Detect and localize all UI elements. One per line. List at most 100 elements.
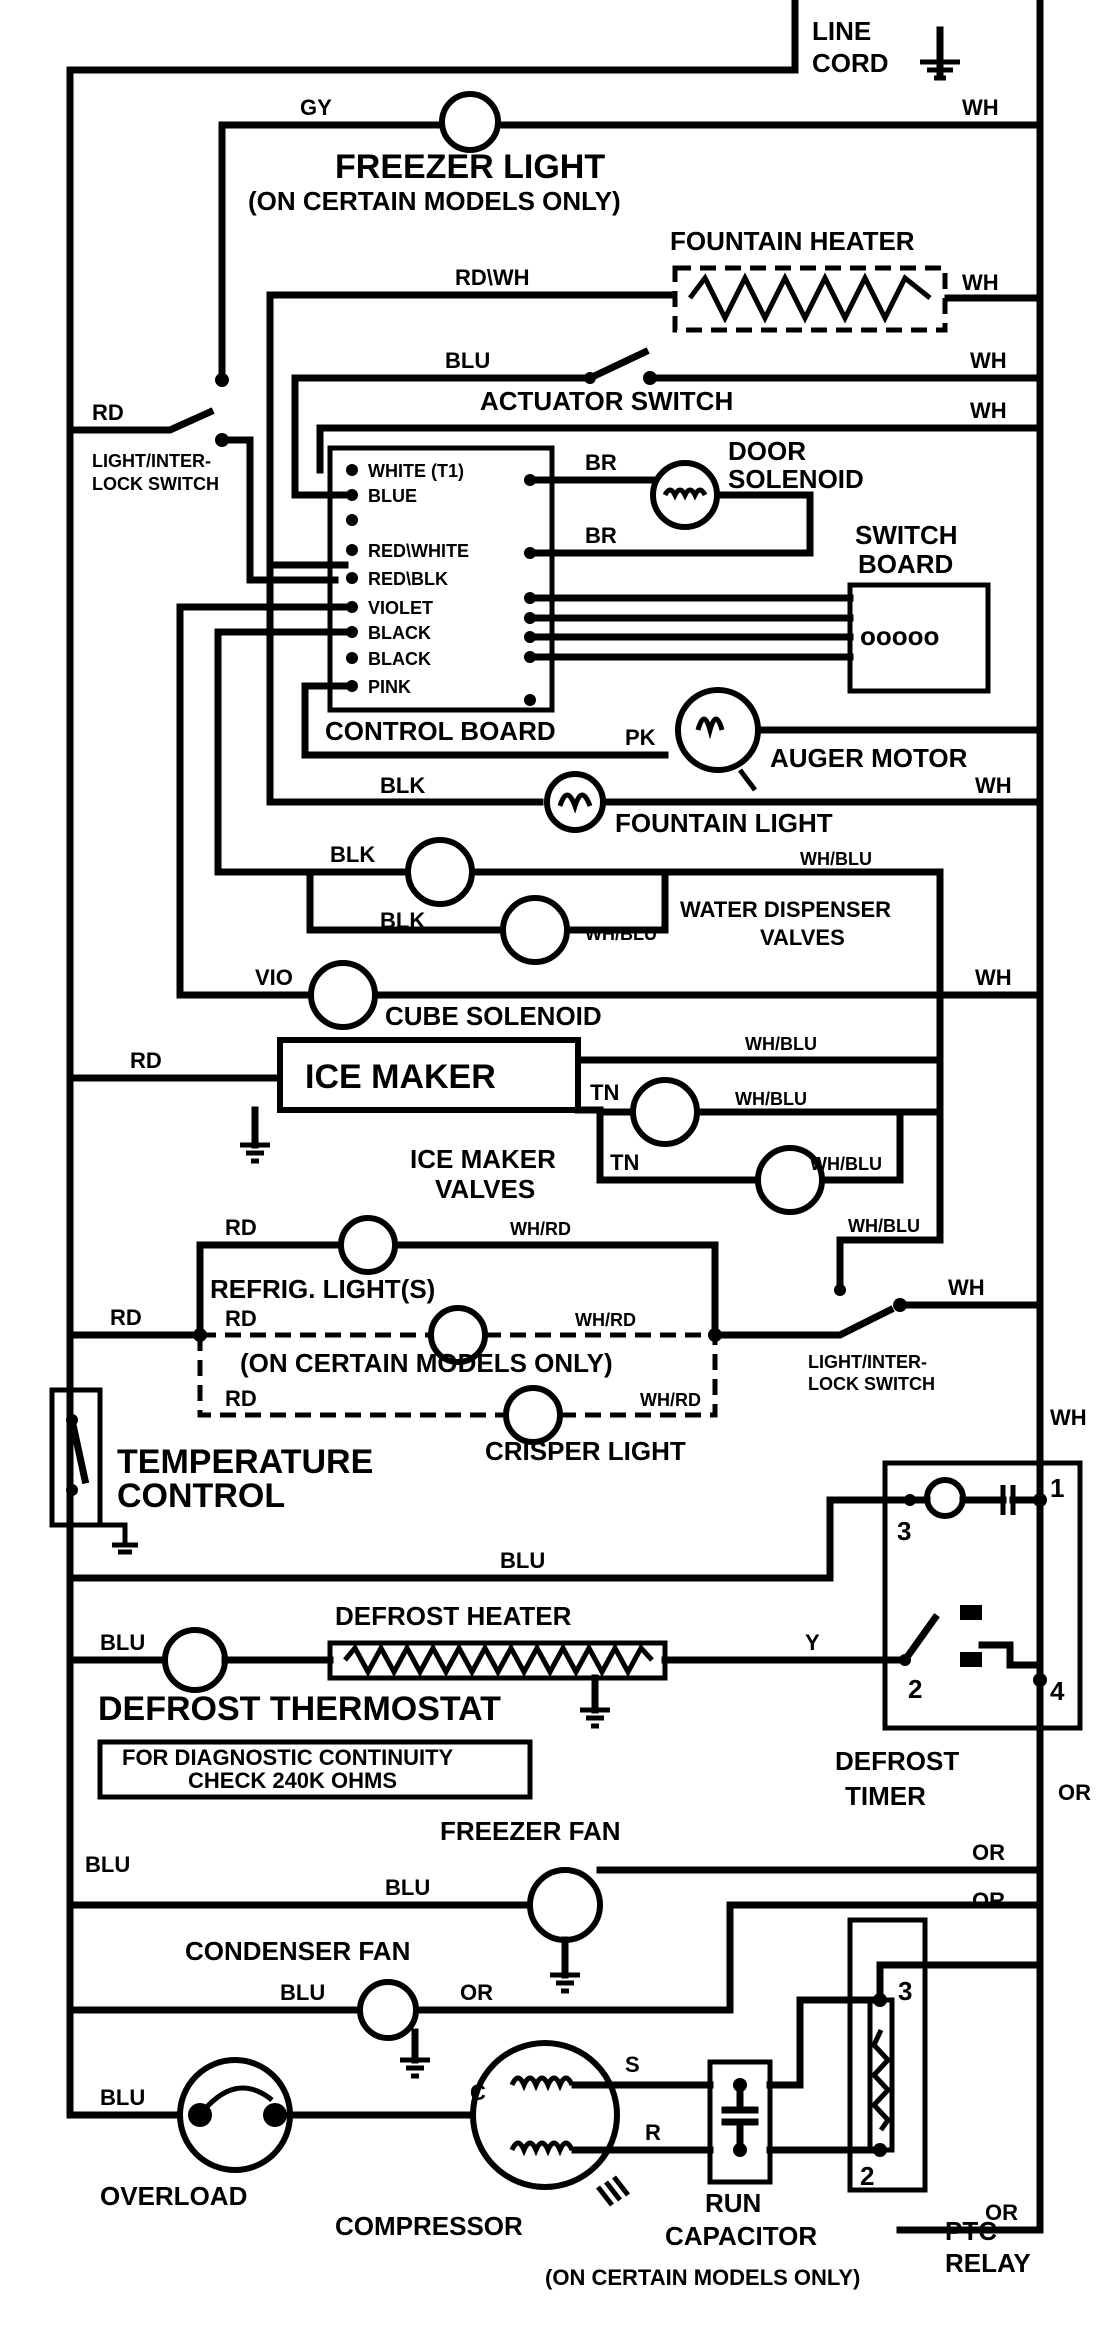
wire-label-r: R [645,2120,661,2145]
pin-black-1: BLACK [368,623,431,643]
wire-label-blk-2: BLK [330,842,375,867]
overload-label: OVERLOAD [100,2181,247,2211]
ptc-relay-label-2: RELAY [945,2248,1031,2278]
defrost-timer: 3 1 2 4 [882,1460,1083,1731]
defrost-timer-label-1: DEFROST [835,1746,959,1776]
line-cord-label-1: LINE [812,16,871,46]
timer-terminal-2: 2 [908,1674,922,1704]
wire-label-rd-5: RD [225,1306,257,1331]
wire-label-or-5: OR [985,2200,1018,2225]
wire-label-blk-3: BLK [380,908,425,933]
ice-maker [277,1037,581,1113]
wire-label-br-1: BR [585,450,617,475]
condenser-fan-label: CONDENSER FAN [185,1936,410,1966]
fountain-heater-element-icon [688,272,932,324]
wire-label-wh-1: WH [962,95,999,120]
wire-label-whblu-5: WH/BLU [810,1154,882,1174]
wire-label-rd-6: RD [225,1386,257,1411]
temperature-control [49,1387,103,1528]
freezer-fan-label: FREEZER FAN [440,1816,621,1846]
defrost-thermostat-label: DEFROST THERMOSTAT [98,1690,501,1728]
wire-label-rd-1: RD [92,400,124,425]
timer-terminal-1: 1 [1050,1473,1064,1503]
ptc-relay [847,1917,928,2193]
pin-violet: VIOLET [368,598,433,618]
wire-label-whblu-6: WH/BLU [848,1216,920,1236]
diagnostic-note-2: CHECK 240K OHMS [188,1768,397,1793]
door-solenoid-label-1: DOOR [728,436,806,466]
timer-terminal-3: 3 [897,1516,911,1546]
wire-label-blu-6: BLU [280,1980,325,2005]
pin-black-2: BLACK [368,649,431,669]
line-cord-ground-icon [920,26,960,81]
water-valve-1-icon [405,837,475,907]
pin-blue: BLUE [368,486,417,506]
run-capacitor [707,2059,773,2185]
run-capacitor-label-1: RUN [705,2188,761,2218]
condenser-fan-icon [357,1979,419,2041]
pin-white-t1: WHITE (T1) [368,461,464,481]
light-interlock-label-1a: LIGHT/INTER- [92,451,211,471]
wire-label-wh-8: WH [1050,1405,1087,1430]
fountain-light-label: FOUNTAIN LIGHT [615,808,833,838]
wire-label-br-2: BR [585,523,617,548]
cube-solenoid-label: CUBE SOLENOID [385,1001,602,1031]
certain-models-label-2: (ON CERTAIN MODELS ONLY) [240,1348,613,1378]
defrost-heater-element-icon [343,1642,654,1678]
fountain-heater-box [672,265,948,333]
wire-label-wh-7: WH [948,1275,985,1300]
wire-label-blu-7: BLU [100,2085,145,2110]
water-valve-2-icon [500,895,570,965]
wire-label-blu-3: BLU [100,1630,145,1655]
fountain-heater-label: FOUNTAIN HEATER [670,226,915,256]
wire-label-wh-2: WH [962,270,999,295]
freezer-fan-icon [527,1867,603,1943]
relay-terminal-3: 3 [898,1976,912,2006]
wire-label-or-1: OR [1058,1780,1091,1805]
run-capacitor-label-2: CAPACITOR [665,2221,817,2251]
cube-solenoid-icon [308,960,378,1030]
wire-label-rd-2: RD [130,1048,162,1073]
ice-maker-label: ICE MAKER [305,1058,496,1096]
pin-red-white: RED\WHITE [368,541,469,561]
wire-label-pk: PK [625,725,656,750]
wire-label-wh-6: WH [975,965,1012,990]
ptc-relay-label-1: PTC [945,2216,997,2246]
wire-label-blk-1: BLK [380,773,425,798]
pin-pink: PINK [368,677,411,697]
control-board: WHITE (T1) BLUE RED\WHITE RED\BLK VIOLET… [325,445,556,746]
switch-board-label-2: BOARD [858,549,953,579]
auger-motor-label: AUGER MOTOR [770,743,968,773]
wire-label-wh-3: WH [970,348,1007,373]
wire-label-whrd-3: WH/RD [640,1390,701,1410]
crisper-light-label: CRISPER LIGHT [485,1436,686,1466]
diagnostic-note-1: FOR DIAGNOSTIC CONTINUITY [122,1745,454,1770]
wire-label-blu-4: BLU [85,1852,130,1877]
actuator-switch-label: ACTUATOR SWITCH [480,386,733,416]
certain-models-label-1: (ON CERTAIN MODELS ONLY) [248,186,621,216]
ice-valve-2-icon [755,1145,825,1215]
light-interlock-label-1b: LOCK SWITCH [92,474,219,494]
wire-label-wh-4: WH [970,398,1007,423]
water-valves-label-1: WATER DISPENSER [680,897,891,922]
freezer-light-label: FREEZER LIGHT [335,148,605,186]
relay-terminal-2: 2 [860,2161,874,2191]
diagnostic-note-box [97,1739,533,1800]
switch-board [847,582,991,694]
wire-label-whrd-1: WH/RD [510,1219,571,1239]
auger-motor-icon [675,687,761,773]
refrig-lights-label: REFRIG. LIGHT(S) [210,1274,435,1304]
ice-maker-ground-icon [240,1142,270,1164]
wire-label-blu-2: BLU [500,1548,545,1573]
wire-label-whblu-3: WH/BLU [745,1034,817,1054]
wire-label-blu-5: BLU [385,1875,430,1900]
defrost-heater-label: DEFROST HEATER [335,1601,572,1631]
wire-label-c: C [470,2080,486,2105]
defrost-timer-label-2: TIMER [845,1781,926,1811]
temperature-control-label-1: TEMPERATURE [117,1443,373,1481]
wire-label-rdwh: RD\WH [455,265,530,290]
switch-board-label-1: SWITCH [855,520,958,550]
ice-maker-valves-label-1: ICE MAKER [410,1144,556,1174]
wire-label-or-4: OR [972,1888,1005,1913]
